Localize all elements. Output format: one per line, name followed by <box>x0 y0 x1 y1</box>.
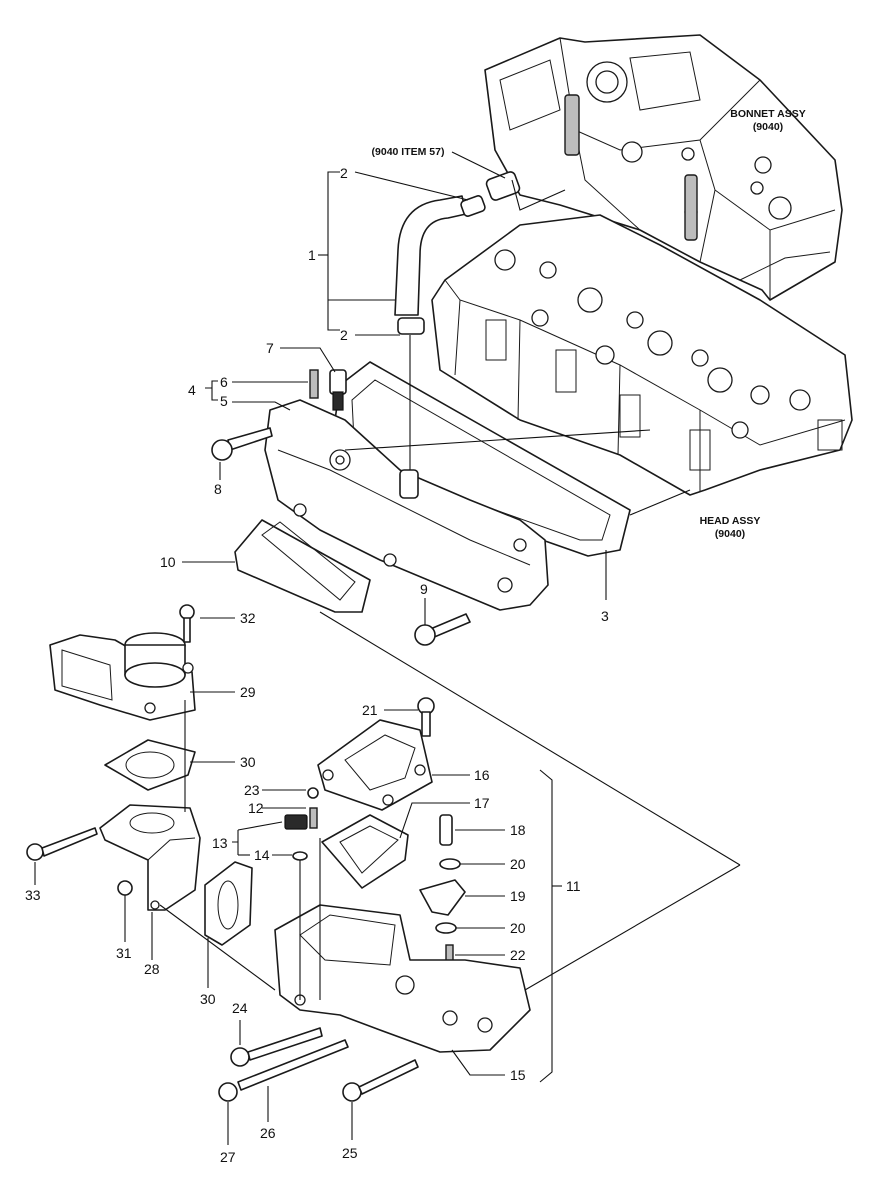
assembly-labels: BONNET ASSY (9040) HEAD ASSY (9040) (904… <box>372 108 806 540</box>
callout-4: 4 <box>188 382 196 398</box>
callout-15: 15 <box>510 1067 526 1083</box>
nut-27 <box>218 1082 238 1102</box>
item-57-label: (9040 ITEM 57) <box>372 146 445 158</box>
bolt-8 <box>211 427 273 461</box>
callout-11: 11 <box>566 878 581 894</box>
callout-20-lower: 20 <box>510 920 526 936</box>
callout-18: 18 <box>510 822 526 838</box>
callout-1: 1 <box>308 247 316 263</box>
bolts-24-27 <box>218 1027 419 1102</box>
callout-30-lower: 30 <box>200 991 216 1007</box>
elbow-adapter <box>99 804 201 911</box>
callout-19: 19 <box>510 888 526 904</box>
callout-20-upper: 20 <box>510 856 526 872</box>
callout-31: 31 <box>116 945 132 961</box>
callout-29: 29 <box>240 684 256 700</box>
callout-6: 6 <box>220 374 228 390</box>
callout-14: 14 <box>254 847 270 863</box>
callout-8: 8 <box>214 481 222 497</box>
callout-16: 16 <box>474 767 490 783</box>
bolt-32 <box>179 604 195 643</box>
bonnet-assembly <box>484 34 843 301</box>
callout-10: 10 <box>160 554 176 570</box>
sensor-and-stud <box>309 369 347 411</box>
callout-23: 23 <box>244 782 260 798</box>
fittings-18-22 <box>419 814 466 968</box>
callout-17: 17 <box>474 795 490 811</box>
gasket-30-upper <box>104 739 196 791</box>
bolt-33 <box>26 827 98 861</box>
head-assy-label: HEAD ASSY <box>700 515 761 527</box>
gasket-30-lower <box>204 861 253 946</box>
callout-7: 7 <box>266 340 274 356</box>
hose-fitting <box>485 171 521 201</box>
head-assy-ref: (9040) <box>715 528 745 540</box>
callout-25: 25 <box>342 1145 358 1161</box>
callout-30-upper: 30 <box>240 754 256 770</box>
bonnet-assy-ref: (9040) <box>753 121 783 133</box>
bonnet-assy-label: BONNET ASSY <box>730 108 805 120</box>
callout-5: 5 <box>220 393 228 409</box>
throttle-body <box>49 632 196 721</box>
bolt-25 <box>342 1059 419 1102</box>
callout-33: 33 <box>25 887 41 903</box>
callout-26: 26 <box>260 1125 276 1141</box>
callout-2-lower: 2 <box>340 327 348 343</box>
bolt-31 <box>117 880 133 896</box>
upper-clamp <box>460 195 486 217</box>
callout-21: 21 <box>362 702 378 718</box>
lower-manifold <box>274 904 531 1053</box>
callout-12: 12 <box>248 800 264 816</box>
intake-manifold <box>264 399 549 611</box>
bolt-24 <box>230 1027 323 1067</box>
bolt-9 <box>414 613 471 646</box>
callout-numbers: 1 2 2 3 4 5 6 7 8 9 10 11 12 13 14 15 16… <box>25 165 609 1165</box>
callout-28: 28 <box>144 961 160 977</box>
small-parts-12-14 <box>284 787 319 861</box>
callout-3: 3 <box>601 608 609 624</box>
leader-lines <box>34 151 741 1145</box>
head-assembly <box>431 214 853 496</box>
gasket-17 <box>321 814 409 889</box>
stud-26 <box>237 1039 349 1091</box>
callout-9: 9 <box>420 581 428 597</box>
callout-24: 24 <box>232 1000 248 1016</box>
callout-32: 32 <box>240 610 256 626</box>
hose-assembly <box>394 171 521 335</box>
lower-clamp <box>397 317 425 335</box>
gasket-10 <box>234 519 371 613</box>
bolts-8-9 <box>211 427 471 646</box>
callout-13: 13 <box>212 835 228 851</box>
callout-2-upper: 2 <box>340 165 348 181</box>
cover-plate <box>317 697 435 811</box>
callout-27: 27 <box>220 1149 236 1165</box>
callout-22: 22 <box>510 947 526 963</box>
